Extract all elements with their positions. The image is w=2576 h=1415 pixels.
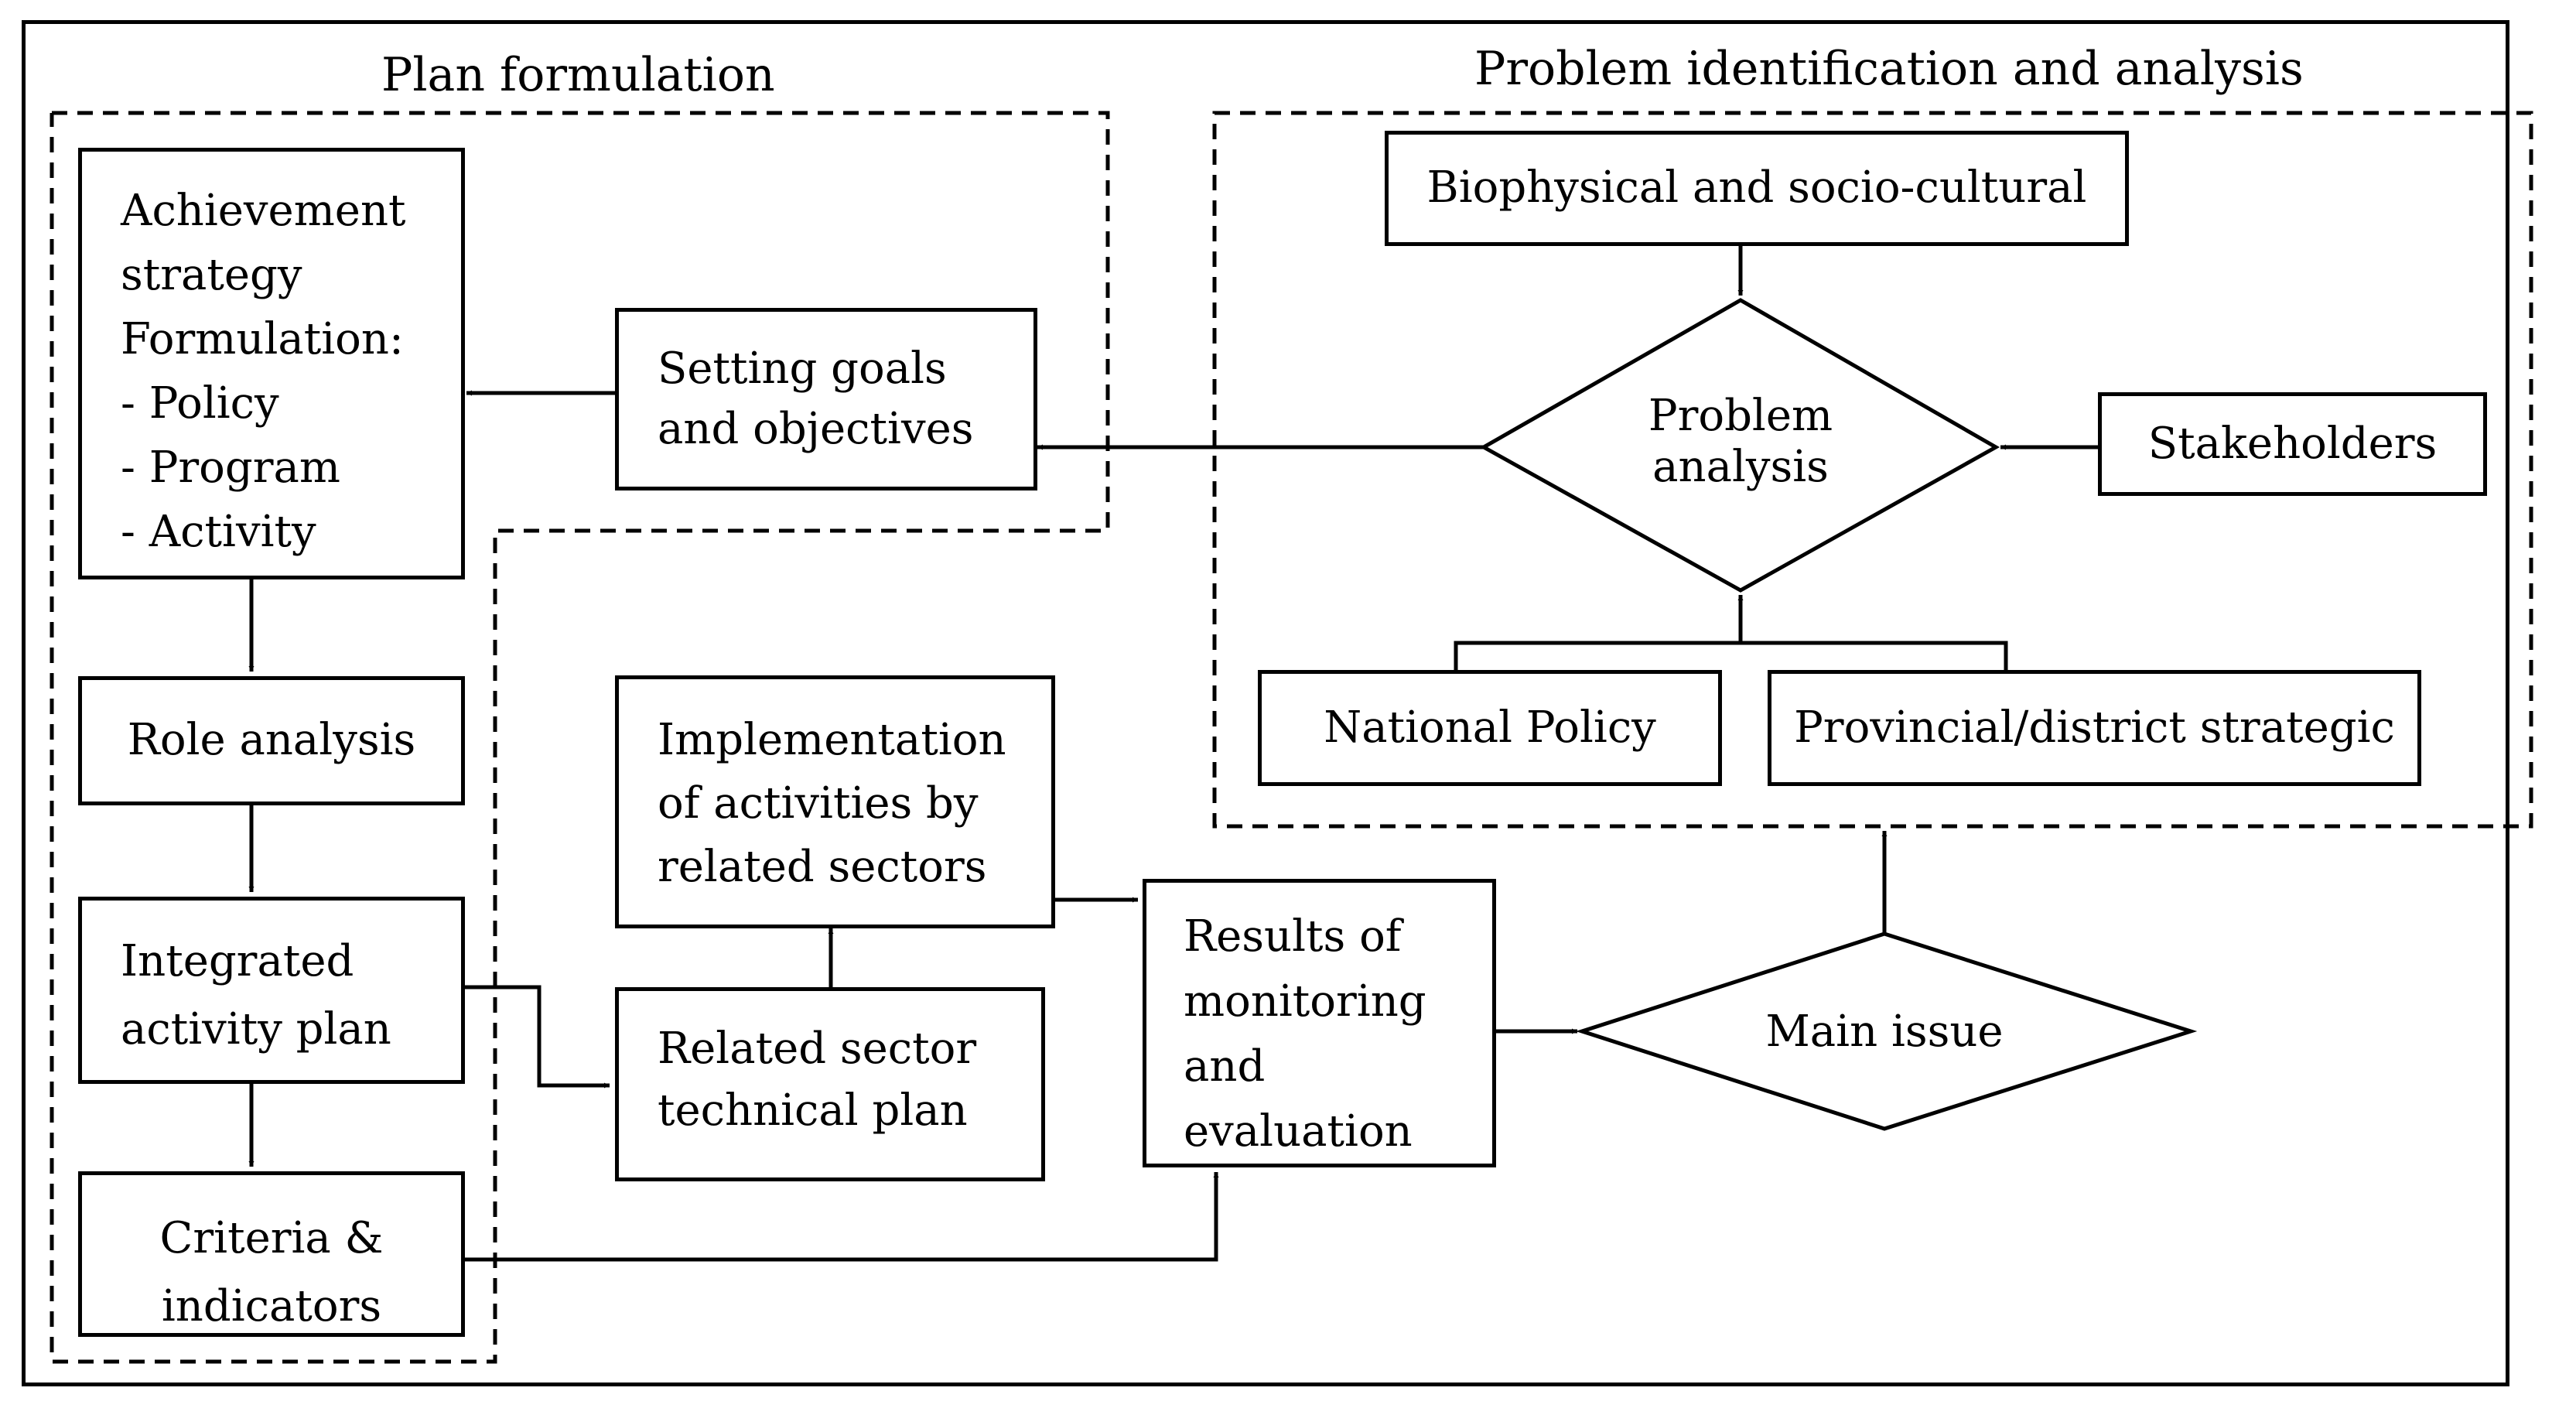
integrated-line-2: activity plan: [121, 1004, 391, 1054]
criteria-line-1: Criteria &: [159, 1213, 384, 1263]
setting-goals-label: Setting goals and objectives: [658, 339, 973, 460]
results-line-3: and: [1184, 1041, 1266, 1092]
setting-goals-line-1: Setting goals: [658, 343, 947, 394]
related-sector-technical-plan-box: Related sector technical plan: [615, 987, 1045, 1181]
provincial-district-label: Provincial/district strategic: [1794, 702, 2395, 753]
results-monitoring-label: Results of monitoring and evaluation: [1184, 904, 1426, 1164]
setting-goals-box: Setting goals and objectives: [615, 308, 1037, 490]
biophysical-box: Biophysical and socio-cultural: [1385, 131, 2129, 246]
stakeholders-label: Stakeholders: [2147, 418, 2438, 469]
results-line-4: evaluation: [1184, 1106, 1413, 1157]
biophysical-label: Biophysical and socio-cultural: [1426, 162, 2087, 214]
main-issue-diamond: [1575, 931, 2198, 1131]
integrated-activity-plan-label: Integrated activity plan: [121, 928, 391, 1064]
national-policy-box: National Policy: [1258, 670, 1722, 786]
implementation-line-3: related sectors: [658, 842, 987, 892]
problem-identification-title: Problem identification and analysis: [1474, 42, 2304, 96]
achievement-line-4: - Policy: [121, 378, 279, 429]
plan-formulation-title: Plan formulation: [381, 48, 775, 102]
arrow-criteria-to-results: [465, 1172, 1219, 1262]
arrow-integrated-to-technical: [465, 985, 610, 1089]
diagram-frame: [22, 20, 2509, 1386]
achievement-line-5: - Program: [121, 443, 340, 493]
criteria-indicators-box: Criteria & indicators: [78, 1171, 465, 1337]
national-policy-label: National Policy: [1324, 702, 1656, 753]
problem-analysis-label: Problem analysis: [1605, 391, 1876, 493]
integrated-activity-plan-box: Integrated activity plan: [78, 897, 465, 1084]
achievement-line-2: strategy: [121, 250, 302, 300]
implementation-label: Implementation of activities by related …: [658, 709, 1006, 899]
provincial-district-box: Provincial/district strategic: [1768, 670, 2421, 786]
achievement-line-3: Formulation:: [121, 314, 404, 364]
role-analysis-box: Role analysis: [78, 676, 465, 805]
problem-identification-region: [1212, 111, 2533, 829]
implementation-box: Implementation of activities by related …: [615, 675, 1055, 928]
problem-analysis-line-2: analysis: [1652, 442, 1829, 492]
results-line-1: Results of: [1184, 911, 1402, 962]
connector-national-provincial: [1454, 641, 2008, 670]
results-monitoring-box: Results of monitoring and evaluation: [1143, 879, 1496, 1167]
implementation-line-2: of activities by: [658, 778, 979, 829]
setting-goals-line-2: and objectives: [658, 404, 974, 454]
role-analysis-label: Role analysis: [127, 715, 416, 766]
technical-line-2: technical plan: [658, 1085, 968, 1136]
achievement-line-1: Achievement: [121, 186, 406, 236]
achievement-strategy-box: Achievement strategy Formulation: - Poli…: [78, 148, 465, 579]
plan-formulation-region: [50, 111, 1110, 1364]
implementation-line-1: Implementation: [658, 715, 1006, 765]
technical-line-1: Related sector: [658, 1024, 977, 1074]
stakeholders-box: Stakeholders: [2098, 392, 2487, 496]
criteria-line-2: indicators: [161, 1281, 382, 1331]
main-issue-label: Main issue: [1765, 1007, 2004, 1057]
problem-analysis-line-1: Problem: [1648, 391, 1833, 441]
problem-analysis-diamond: [1479, 298, 2000, 593]
criteria-indicators-label: Criteria & indicators: [82, 1205, 461, 1341]
integrated-line-1: Integrated: [121, 936, 354, 986]
results-line-2: monitoring: [1184, 976, 1426, 1027]
technical-plan-label: Related sector technical plan: [658, 1018, 976, 1142]
achievement-line-6: - Activity: [121, 507, 316, 557]
achievement-strategy-label: Achievement strategy Formulation: - Poli…: [121, 179, 406, 564]
